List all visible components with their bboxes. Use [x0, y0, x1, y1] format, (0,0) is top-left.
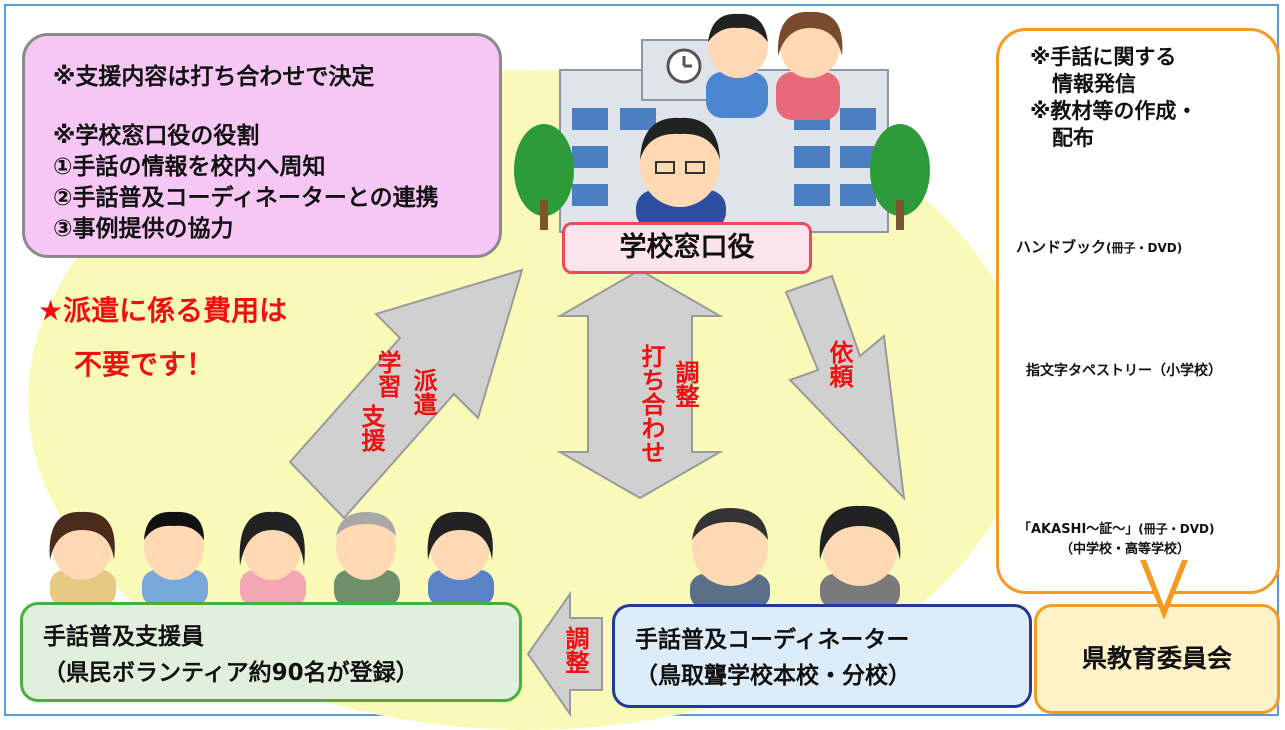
note-line: ③事例提供の協力: [53, 216, 234, 242]
coordinator-box: 手話普及コーディネーター （鳥取聾学校本校・分校）: [612, 604, 1032, 708]
coordinator-subtitle: （鳥取聾学校本校・分校）: [635, 663, 911, 689]
coordination-arrow: [556, 268, 724, 500]
cost-note-line: ★派遣に係る費用は: [38, 294, 288, 327]
akashi-caption: 「AKASHI～証～」(冊子・DVD): [1018, 522, 1215, 537]
supporters-title: 手話普及支援員: [43, 624, 204, 650]
teacher-icon: [636, 117, 726, 230]
akashi-note: （中学校・高等学校）: [1060, 542, 1191, 557]
signing-man-icon: [706, 13, 768, 118]
dispatch-arrow: [288, 268, 524, 520]
dispatch-label-2: 派遣: [409, 368, 437, 416]
callout-line: 配布: [1052, 126, 1094, 150]
note-line: ※学校窓口役の役割: [53, 123, 260, 149]
note-line: ※支援内容は打ち合わせで決定: [53, 64, 375, 90]
support-note-box: ※支援内容は打ち合わせで決定 ※学校窓口役の役割 ①手話の情報を校内へ周知 ②手…: [22, 33, 502, 258]
coordinator-icon: [819, 505, 901, 608]
adjust-label: 調整: [561, 626, 589, 674]
dispatch-label-1: 学習: [373, 350, 401, 398]
dispatch-label-3: 支援: [357, 404, 385, 452]
coordination-label-1: 打ち合わせ: [637, 344, 665, 464]
supporter-icon: [142, 511, 208, 606]
handbook-caption: ハンドブック(冊子・DVD): [1016, 238, 1183, 256]
request-label: 依頼: [825, 340, 853, 388]
callout-line: ※手話に関する: [1030, 45, 1177, 69]
school-contact-label: 学校窓口役: [562, 222, 812, 274]
cost-note-line: 不要です！: [74, 348, 215, 381]
adjust-arrow: [526, 590, 603, 718]
tree-icon: [514, 124, 574, 230]
callout-heading: ※手話に関する 情報発信 ※教材等の作成・ 配布: [1030, 44, 1260, 152]
coordinator-icon: [690, 508, 770, 608]
request-arrow: [784, 274, 906, 501]
coordination-label-2: 調整: [671, 360, 699, 408]
note-line: ②手話普及コーディネーターとの連携: [53, 185, 439, 211]
callout-line: ※教材等の作成・: [1030, 99, 1198, 123]
signing-woman-icon: [776, 11, 843, 120]
callout-line: 情報発信: [1052, 72, 1136, 96]
board-box: 県教育委員会: [1034, 604, 1280, 714]
supporter-icon: [334, 512, 400, 606]
cost-note: ★派遣に係る費用は 不要です！: [38, 284, 287, 392]
supporters-subtitle: （県民ボランティア約90名が登録）: [43, 660, 419, 686]
supporter-icon: [49, 511, 116, 606]
supporter-icon: [239, 511, 306, 606]
supporters-box: 手話普及支援員 （県民ボランティア約90名が登録）: [20, 602, 522, 702]
note-line: ①手話の情報を校内へ周知: [53, 154, 326, 180]
tree-icon: [870, 124, 930, 230]
coordinator-title: 手話普及コーディネーター: [635, 627, 910, 653]
tapestry-caption: 指文字タペストリー（小学校）: [1026, 363, 1222, 379]
supporter-icon: [427, 511, 494, 606]
materials-callout: [996, 28, 1280, 594]
